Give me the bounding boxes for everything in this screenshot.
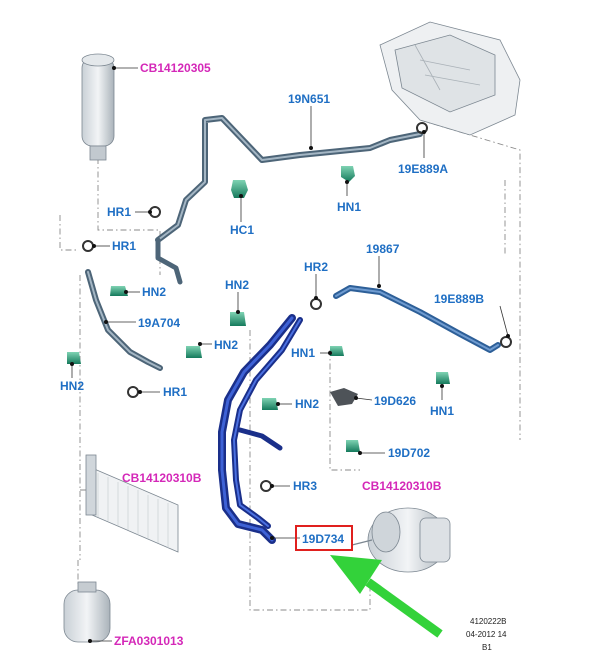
label-19d702: 19D702 [388, 446, 430, 460]
label-cb14120310b-left: CB14120310B [122, 471, 202, 485]
stamp-line-1: 4120222B [470, 617, 506, 626]
leader-lines [70, 66, 510, 643]
reference-lines [59, 104, 521, 611]
label-hn1-c: HN1 [430, 404, 454, 418]
label-hn2-b: HN2 [225, 278, 249, 292]
dryer-bottle-part [63, 581, 111, 643]
label-hn1-a: HN1 [337, 200, 361, 214]
pipe-19867 [333, 285, 501, 353]
drawing-stamp: 4120222B 04-2012 14 B1 [466, 617, 507, 652]
label-19a704: 19A704 [138, 316, 180, 330]
label-cb14120305: CB14120305 [140, 61, 211, 75]
label-hr2: HR2 [304, 260, 328, 274]
label-hn2-c: HN2 [214, 338, 238, 352]
receiver-drier-part [81, 53, 115, 161]
condenser-part [85, 454, 179, 553]
label-hn2-e: HN2 [60, 379, 84, 393]
label-hr1-b: HR1 [112, 239, 136, 253]
label-19d734: 19D734 [302, 532, 344, 546]
highlight-box [295, 525, 353, 551]
compressor-part [351, 507, 451, 573]
label-cb14120310b-right: CB14120310B [362, 479, 442, 493]
label-zfa0301013: ZFA0301013 [114, 634, 184, 648]
label-hr1-a: HR1 [107, 205, 131, 219]
label-19n651: 19N651 [288, 92, 330, 106]
part-labels: CB14120305 19N651 19E889A HR1 HR1 HC1 HN… [60, 61, 484, 648]
green-arrow-icon [330, 555, 443, 638]
stamp-line-3: B1 [482, 643, 492, 652]
fittings [67, 122, 512, 492]
label-hr1-c: HR1 [163, 385, 187, 399]
label-19d626: 19D626 [374, 394, 416, 408]
pipe-19N651 [155, 115, 423, 285]
label-hn1-b: HN1 [291, 346, 315, 360]
label-hc1: HC1 [230, 223, 254, 237]
pipe-19A704 [85, 269, 163, 371]
label-hn2-a: HN2 [142, 285, 166, 299]
hvac-housing-part [379, 21, 521, 136]
label-19e889a: 19E889A [398, 162, 448, 176]
label-19e889b: 19E889B [434, 292, 484, 306]
label-hn2-d: HN2 [295, 397, 319, 411]
stamp-line-2: 04-2012 14 [466, 630, 507, 639]
label-hr3: HR3 [293, 479, 317, 493]
hose-19D734 [218, 314, 303, 544]
label-19867: 19867 [366, 242, 400, 256]
